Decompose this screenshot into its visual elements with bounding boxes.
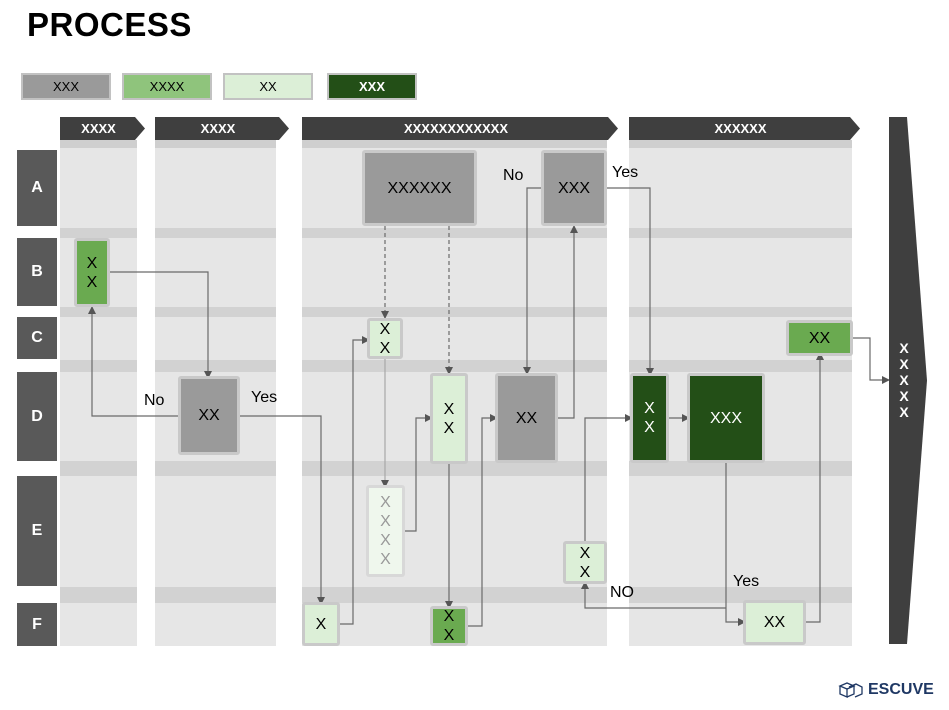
node-a2: XXX [541,150,607,226]
phase-header-3: XXXXXXXXXXXX [302,117,618,140]
node-d1: XX [178,376,240,455]
row-label-e: E [17,476,57,586]
arrow-a2-d3 [523,187,543,375]
arrow-e1-d2 [403,414,433,532]
lane-divider [60,461,852,476]
legend-green: XXXX [122,73,212,100]
arrow-f1-c1 [338,336,370,625]
node-e1: X X X X [366,485,405,577]
arrow-d1-f1 [237,415,325,605]
row-label-d: D [17,372,57,461]
cube-logo-icon [838,682,863,698]
node-e2: X X [563,541,607,584]
arrow-d5-e2 [581,581,726,609]
arrow-f2-d3 [466,414,498,627]
node-f1: X [302,602,340,646]
node-c2: XX [786,320,853,356]
arrow-d1-b1 [88,306,180,417]
phase-header-4: XXXXXX [629,117,860,140]
lane-divider [60,307,852,317]
row-label-b: B [17,238,57,306]
label-yes-f: Yes [733,573,760,590]
legend-gray: XXX [21,73,111,100]
output-label: X X X X X [899,340,909,420]
node-d3: XX [495,373,558,463]
node-f2: X X [430,606,468,646]
node-d5: XXX [687,373,765,463]
brand-logo: ESCUVE [838,681,934,699]
legend-light: XX [223,73,313,100]
arrow-e2-d4 [584,414,633,543]
arrow-d3-a2 [556,225,578,419]
label-yes-d: Yes [251,389,278,406]
page-title: PROCESS [27,6,192,43]
node-d4: X X [630,373,669,463]
node-c1: X X [367,318,403,359]
phase-header-2: XXXX [155,117,289,140]
label-no-d: No [144,392,165,409]
phase-divider [276,148,302,646]
label-no-a: No [503,167,524,184]
arrow-b1-d1 [108,271,212,379]
phase-divider [607,148,629,646]
label-yes-a: Yes [612,164,639,181]
lane-divider [60,228,852,238]
node-a1: XXXXXX [362,150,477,226]
label-no-f: NO [610,584,634,601]
row-label-f: F [17,603,57,646]
brand-name: ESCUVE [868,681,934,698]
phase-header-1: XXXX [60,117,145,140]
node-d2: X X [430,373,468,464]
arrow-a2-d4 [605,187,654,376]
lane-divider [60,587,852,603]
lane-divider [60,360,852,372]
arrow-c2-output [851,337,890,384]
arrow-f3-c2 [804,352,824,623]
arrow-d5-f3 [725,461,746,626]
legend-dark: XXX [327,73,417,100]
node-b1: X X [74,238,110,307]
node-f3: XX [743,600,806,645]
row-label-a: A [17,150,57,226]
row-label-c: C [17,317,57,359]
